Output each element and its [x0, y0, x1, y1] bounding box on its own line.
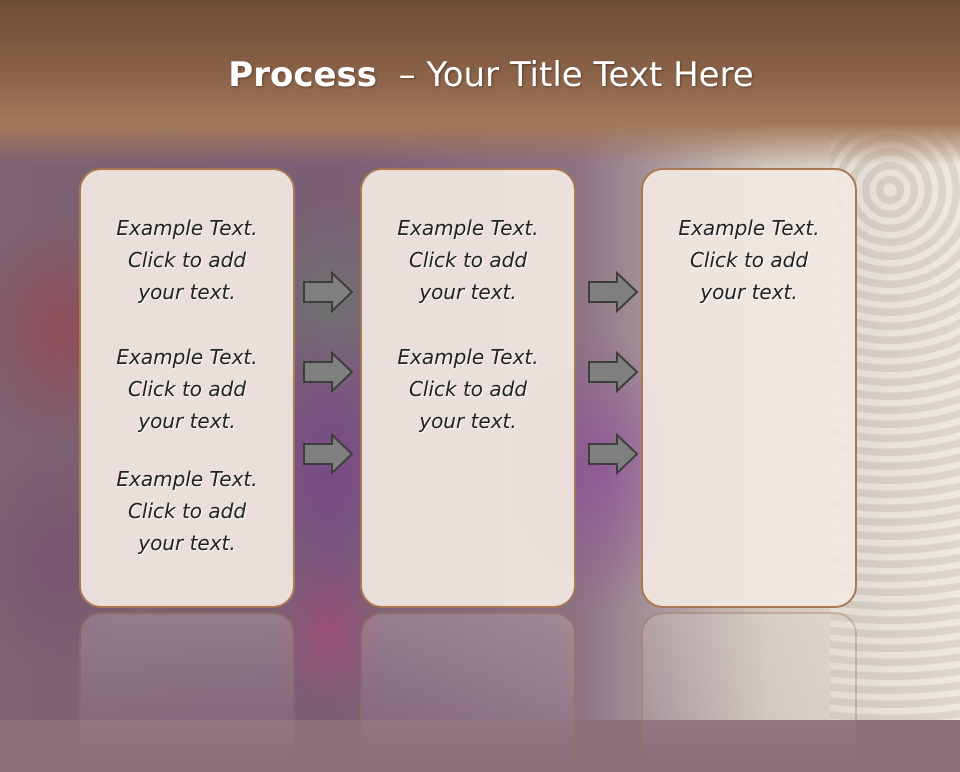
text-line: Example Text. Click to add your text.	[397, 216, 539, 304]
text-line: Example Text. Click to add your text.	[397, 345, 539, 433]
box-reflection	[641, 612, 857, 772]
placeholder-text[interactable]: Example Text. Click to add your text.	[643, 212, 855, 308]
text-line: Example Text. Click to add your text.	[116, 345, 258, 433]
right-arrow-icon[interactable]	[302, 433, 354, 475]
process-box-2[interactable]: Example Text. Click to add your text. Ex…	[360, 168, 576, 608]
slide-title[interactable]: Process – Your Title Text Here	[0, 55, 960, 95]
right-arrow-icon[interactable]	[302, 351, 354, 393]
text-line: Example Text. Click to add your text.	[678, 216, 820, 304]
title-bold: Process	[228, 55, 378, 95]
title-rest: – Your Title Text Here	[398, 55, 754, 95]
right-arrow-icon[interactable]	[587, 351, 639, 393]
placeholder-text[interactable]: Example Text. Click to add your text.	[362, 341, 574, 437]
right-arrow-icon[interactable]	[587, 271, 639, 313]
text-line: Example Text. Click to add your text.	[116, 467, 258, 555]
box-reflection	[79, 612, 295, 772]
text-line: Example Text. Click to add your text.	[116, 216, 258, 304]
right-arrow-icon[interactable]	[302, 271, 354, 313]
placeholder-text[interactable]: Example Text. Click to add your text.	[81, 212, 293, 308]
process-box-1[interactable]: Example Text. Click to add your text. Ex…	[79, 168, 295, 608]
placeholder-text[interactable]: Example Text. Click to add your text.	[81, 341, 293, 437]
box-reflection	[360, 612, 576, 772]
placeholder-text[interactable]: Example Text. Click to add your text.	[362, 212, 574, 308]
process-box-3[interactable]: Example Text. Click to add your text.	[641, 168, 857, 608]
right-arrow-icon[interactable]	[587, 433, 639, 475]
title-band	[0, 0, 960, 165]
placeholder-text[interactable]: Example Text. Click to add your text.	[81, 463, 293, 559]
